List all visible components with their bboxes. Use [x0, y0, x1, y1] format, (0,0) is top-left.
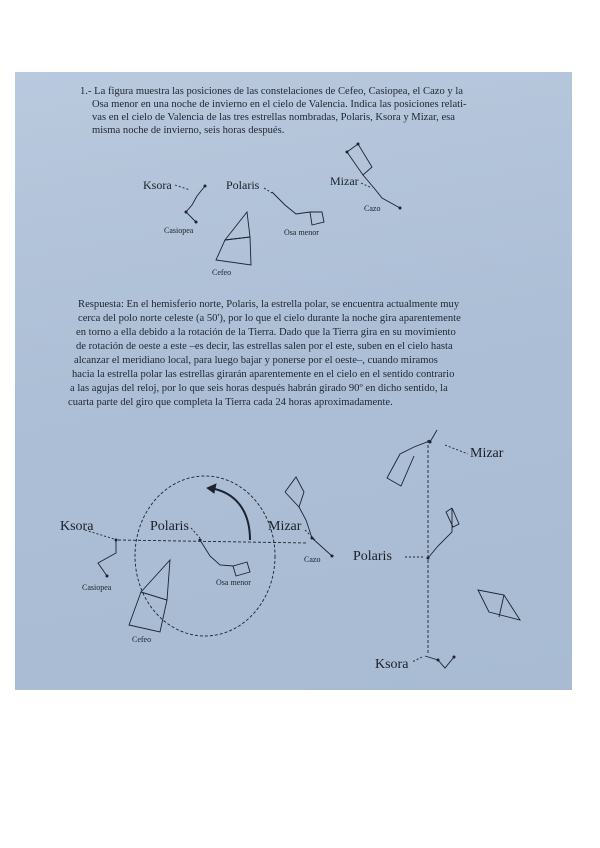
label-osa-menor: Osa menor [284, 228, 319, 237]
answer-line: cuarta parte del giro que completa la Ti… [68, 397, 393, 408]
casiopea-top [185, 185, 206, 223]
answer-line: de rotación de oeste a este –es decir, l… [76, 341, 453, 352]
label-casiopea: Casiopea [164, 226, 194, 235]
question-line: 1.- La figura muestra las posiciones de … [80, 86, 464, 97]
axis-line [117, 539, 309, 544]
label-casiopea: Casiopea [82, 583, 112, 592]
cazo-top [346, 143, 373, 176]
answer-line: hacia la estrella polar las estrellas gi… [72, 369, 455, 380]
label-ksora-rotated: Ksora [375, 657, 409, 672]
label-ksora: Ksora [143, 178, 172, 192]
rotation-circle [134, 475, 276, 637]
question-line: Osa menor en una noche de invierno en el… [92, 99, 467, 110]
label-cefeo: Cefeo [212, 268, 232, 277]
label-polaris: Polaris [226, 178, 260, 192]
label-mizar: Mizar [268, 519, 302, 534]
label-cazo: Cazo [364, 204, 381, 213]
label-polaris-rotated: Polaris [353, 549, 392, 564]
label-mizar-rotated: Mizar [470, 446, 504, 461]
answer-line: cerca del polo norte celeste (a 50'), po… [78, 313, 461, 324]
answer-line: en torno a ella debido a la rotación de … [76, 327, 456, 338]
question-line: misma noche de invierno, seis horas desp… [92, 125, 285, 136]
answer-line: a las agujas del reloj, por lo que seis … [70, 383, 448, 394]
answer-line: Respuesta: En el hemisferio norte, Polar… [78, 299, 460, 310]
osa-menor-top [271, 191, 325, 226]
label-osa-menor: Osa menor [216, 578, 251, 587]
top-figure-lines [174, 143, 401, 266]
question-line: vas en el cielo de Valencia de las tres … [92, 112, 455, 123]
rotation-arrow [209, 487, 251, 541]
label-polaris: Polaris [150, 519, 189, 534]
document-photo [15, 72, 572, 690]
label-cefeo: Cefeo [132, 635, 152, 644]
label-cazo: Cazo [304, 555, 321, 564]
label-ksora: Ksora [60, 519, 94, 534]
answer-line: alcanzar el meridiano local, para luego … [74, 355, 438, 366]
bottom-figure-lines [84, 429, 521, 669]
star-dots [105, 142, 456, 662]
cefeo-top [223, 210, 251, 241]
label-mizar: Mizar [330, 174, 359, 188]
